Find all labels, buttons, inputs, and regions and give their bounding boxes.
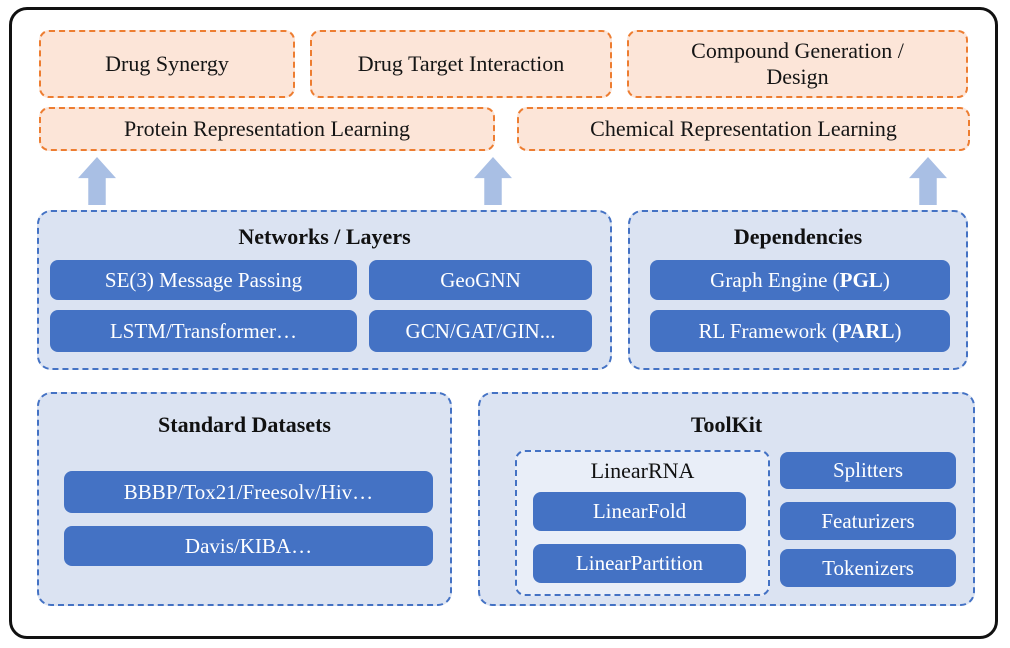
app-label: Chemical Representation Learning — [590, 115, 897, 141]
app-box-compound-generation-design: Compound Generation / Design — [627, 30, 968, 98]
item-splitters: Splitters — [780, 452, 956, 489]
up-arrow-icon — [909, 157, 947, 205]
app-box-protein-representation-learning: Protein Representation Learning — [39, 107, 495, 151]
item-rl-framework-parl: RL Framework (PARL) — [650, 310, 950, 352]
item-label-post: ) — [894, 318, 902, 343]
item-label: Featurizers — [821, 508, 915, 533]
app-label: Drug Target Interaction — [357, 50, 565, 76]
item-label-post: ) — [882, 267, 890, 292]
item-davis-kiba: Davis/KIBA… — [64, 526, 433, 566]
item-se3-message-passing: SE(3) Message Passing — [50, 260, 357, 300]
app-label: Protein Representation Learning — [124, 115, 410, 141]
item-graph-engine-pgl: Graph Engine (PGL) — [650, 260, 950, 300]
panel-title: ToolKit — [690, 412, 763, 437]
item-gcn-gat-gin: GCN/GAT/GIN... — [369, 310, 592, 352]
panel-standard-datasets: Standard Datasets BBBP/Tox21/Freesolv/Hi… — [37, 392, 452, 606]
item-label: GCN/GAT/GIN... — [405, 318, 556, 343]
item-label: Tokenizers — [822, 555, 914, 580]
up-arrow-icon — [474, 157, 512, 205]
app-box-chemical-representation-learning: Chemical Representation Learning — [517, 107, 970, 151]
item-linearfold: LinearFold — [533, 492, 746, 531]
panel-title: Dependencies — [733, 224, 863, 249]
item-label-pre: RL Framework ( — [698, 318, 839, 343]
item-label: LinearPartition — [575, 551, 704, 575]
panel-dependencies: Dependencies Graph Engine (PGL) RL Frame… — [628, 210, 968, 370]
item-label: Splitters — [832, 458, 903, 482]
item-label-em: PGL — [839, 267, 883, 292]
item-label: LSTM/Transformer… — [109, 318, 298, 343]
panel-title: LinearRNA — [590, 458, 695, 483]
item-label: SE(3) Message Passing — [104, 267, 303, 292]
app-label: Compound Generation / Design — [691, 37, 904, 89]
item-linearpartition: LinearPartition — [533, 544, 746, 583]
app-label: Drug Synergy — [105, 50, 229, 76]
item-label: GeoGNN — [440, 267, 521, 292]
panel-title: Standard Datasets — [158, 412, 331, 437]
panel-toolkit: ToolKit LinearRNA LinearFold LinearParti… — [478, 392, 975, 606]
item-label: BBBP/Tox21/Freesolv/Hiv… — [123, 479, 374, 504]
app-box-drug-synergy: Drug Synergy — [39, 30, 295, 98]
item-bbbp-tox21-freesolv-hiv: BBBP/Tox21/Freesolv/Hiv… — [64, 471, 433, 513]
app-box-drug-target-interaction: Drug Target Interaction — [310, 30, 612, 98]
item-label: Davis/KIBA… — [184, 533, 313, 558]
item-lstm-transformer: LSTM/Transformer… — [50, 310, 357, 352]
item-label-em: PARL — [838, 318, 895, 343]
panel-networks-layers: Networks / Layers SE(3) Message Passing … — [37, 210, 612, 370]
figure-frame: Drug Synergy Drug Target Interaction Com… — [9, 7, 998, 639]
up-arrow-icon — [78, 157, 116, 205]
panel-title: Networks / Layers — [238, 224, 411, 249]
item-featurizers: Featurizers — [780, 502, 956, 540]
item-label: LinearFold — [592, 499, 687, 523]
item-tokenizers: Tokenizers — [780, 549, 956, 587]
item-geognn: GeoGNN — [369, 260, 592, 300]
item-label-pre: Graph Engine ( — [710, 267, 840, 292]
panel-linear-rna: LinearRNA LinearFold LinearPartition — [515, 450, 770, 596]
